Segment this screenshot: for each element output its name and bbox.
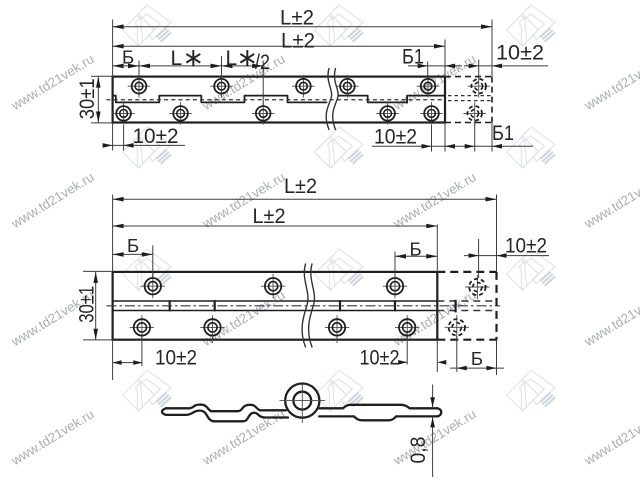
svg-text:Б: Б [122, 47, 134, 68]
svg-text:30±1: 30±1 [76, 78, 99, 119]
svg-text:Б1: Б1 [492, 122, 514, 145]
svg-text:L±2: L±2 [253, 204, 286, 228]
svg-text:10±2: 10±2 [133, 125, 179, 148]
svg-text:10±2: 10±2 [360, 346, 400, 369]
svg-text:L±2: L±2 [281, 29, 315, 53]
svg-text:Б: Б [471, 348, 483, 369]
svg-text:10±2: 10±2 [374, 126, 417, 149]
svg-text:30±1: 30±1 [75, 286, 98, 323]
svg-text:L: L [171, 47, 183, 70]
svg-text:Б: Б [127, 235, 139, 256]
svg-text:L±2: L±2 [280, 6, 314, 30]
svg-text:0,8: 0,8 [407, 437, 430, 464]
svg-text:/2: /2 [255, 51, 270, 74]
svg-text:10±2: 10±2 [496, 42, 544, 65]
svg-text:10±2: 10±2 [155, 346, 197, 369]
svg-text:Б: Б [410, 239, 422, 260]
svg-text:10±2: 10±2 [505, 234, 547, 257]
svg-text:Б1: Б1 [402, 46, 424, 69]
svg-text:L±2: L±2 [284, 174, 317, 198]
svg-text:L: L [226, 47, 238, 70]
